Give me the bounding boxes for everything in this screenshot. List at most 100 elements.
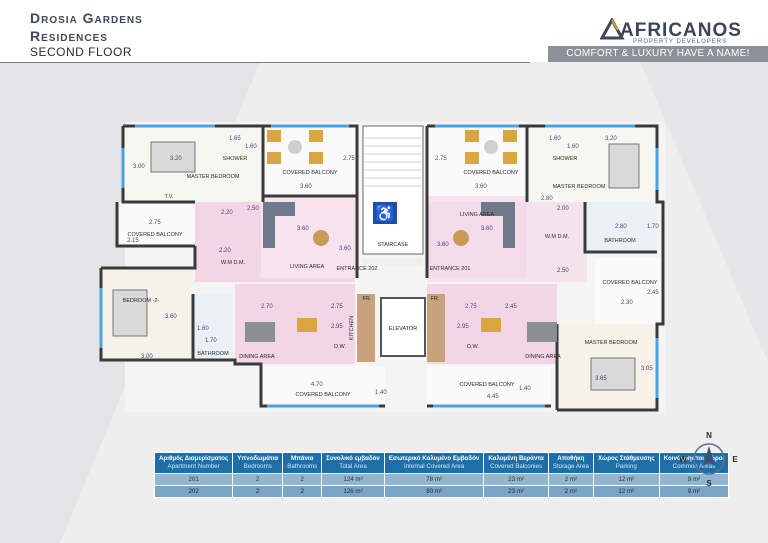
dimension-label: 3.65: [595, 376, 607, 382]
kitchen-counter-201: [427, 294, 445, 362]
room-label-master-bedroom-201-bottom: MASTER BEDROOM: [585, 340, 638, 346]
dimension-label: 2.70: [261, 304, 273, 310]
dimension-label: 1.60: [197, 326, 209, 332]
room-label-living-area-201: LIVING AREA: [460, 212, 495, 218]
table-cell: 2 m²: [547, 473, 594, 486]
chair-icon: [465, 130, 479, 142]
header-divider: [0, 62, 530, 63]
room-label-bathroom-201: BATHROOM: [604, 238, 636, 244]
dimension-label: 2.20: [221, 210, 233, 216]
coffee-table-icon: [313, 230, 329, 246]
bed-icon: [112, 289, 148, 337]
furniture: [112, 130, 640, 391]
dimension-label: 2.75: [343, 156, 355, 162]
dimension-label: 2.80: [541, 196, 553, 202]
bed-icon: [590, 357, 636, 391]
dining-table-icon: [245, 322, 275, 342]
dimension-label: 3.20: [170, 156, 182, 162]
dimension-label: 1.60: [245, 144, 257, 150]
wheelchair-glyph: ♿: [375, 204, 395, 223]
table-cell: 78 m²: [383, 473, 485, 486]
dimension-label: 3.60: [475, 184, 487, 190]
room-label-shower-202: SHOWER: [223, 156, 248, 162]
covered-balcony-201-right-floor: [595, 258, 663, 324]
floor-plan: ♿: [99, 122, 665, 412]
dimension-label: 1.70: [205, 338, 217, 344]
dimension-label: 3.20: [605, 136, 617, 142]
table-cell: 23 m²: [483, 473, 549, 486]
room-label-covered-balcony-202-top: COVERED BALCONY: [282, 170, 337, 176]
dimension-label: 2.75: [149, 220, 161, 226]
dimension-label: 3.60: [481, 226, 493, 232]
chair-icon: [267, 130, 281, 142]
room-label-bedroom-2: BEDROOM -2-: [123, 298, 160, 304]
room-label-fr-202: FR.: [363, 296, 372, 302]
room-label-dw-201: D.W.: [467, 344, 479, 350]
chair-icon: [481, 318, 501, 332]
brand-tagline: COMFORT & LUXURY HAVE A NAME!: [548, 46, 768, 62]
coffee-table-icon: [453, 230, 469, 246]
table-cell: 126 m²: [321, 485, 385, 498]
table-cell: 80 m²: [383, 485, 485, 498]
table-row: 202 2 2 126 m² 80 m² 23 m² 2 m² 12 m² 9 …: [153, 485, 730, 498]
room-label-shower-201: SHOWER: [553, 156, 578, 162]
table-cell: 2 m²: [547, 485, 594, 498]
table-icon: [484, 140, 498, 154]
table-cell: 12 m²: [592, 473, 660, 486]
room-label-kitchen: KITCHEN: [349, 316, 355, 340]
bathroom-202-floor: [193, 294, 233, 360]
dimension-label: 2.45: [505, 304, 517, 310]
room-label-entrance-201: ENTRANCE 201: [430, 266, 471, 272]
chair-icon: [267, 152, 281, 164]
room-label-master-bedroom-201-top: MASTER BEDROOM: [553, 184, 606, 190]
elevator: [380, 297, 426, 357]
table-cell: 2: [282, 473, 323, 486]
dimension-label: 3.60: [297, 226, 309, 232]
dimension-label: 3.60: [437, 242, 449, 248]
dimension-label: 2.00: [557, 206, 569, 212]
dimension-label: 3.05: [641, 366, 653, 372]
sofa-icon: [263, 202, 295, 248]
chair-icon: [297, 318, 317, 332]
compass-west: W: [679, 455, 687, 464]
windows: [99, 124, 659, 408]
dimension-label: 1.70: [647, 224, 659, 230]
chair-icon: [309, 152, 323, 164]
project-title-line1: Drosia Gardens: [30, 10, 143, 26]
table-cell: 201: [153, 473, 234, 486]
room-label-living-area-202: LIVING AREA: [290, 264, 325, 270]
dimension-label: 4.70: [311, 382, 323, 388]
table-cell: 9 m²: [658, 485, 730, 498]
room-label-wm-dm-201: W.M D.M.: [545, 234, 570, 240]
compass-north: N: [706, 431, 712, 440]
dimension-label: 2.95: [457, 324, 469, 330]
dimension-label: 2.20: [219, 248, 231, 254]
compass-east: E: [732, 455, 738, 464]
table-icon: [288, 140, 302, 154]
dimension-label: 1.40: [375, 390, 387, 396]
dimension-label: 3.00: [141, 354, 153, 360]
dimension-label: 2.95: [331, 324, 343, 330]
kitchen-counter-202: [357, 294, 375, 362]
dimension-label: 2.50: [557, 268, 569, 274]
room-label-covered-balcony-202-left: COVERED BALCONY: [127, 232, 182, 238]
dimension-label: 1.40: [519, 386, 531, 392]
table-row: 201 2 2 124 m² 78 m² 23 m² 2 m² 12 m² 9 …: [153, 473, 730, 486]
table-cell: 12 m²: [592, 485, 660, 498]
dimension-label: 1.60: [567, 144, 579, 150]
brand-subtitle: PROPERTY DEVELOPERS: [633, 39, 728, 45]
room-label-bathroom-202: BATHROOM: [197, 351, 229, 357]
room-label-dining-area-202: DINING AREA: [239, 354, 275, 360]
dimension-label: 2.50: [247, 206, 259, 212]
dimension-label: 1.60: [549, 136, 561, 142]
room-label-dw-202: D.W.: [334, 344, 346, 350]
room-label-tv-202: T.V.: [165, 194, 174, 200]
compass-south: S: [706, 479, 712, 488]
africanos-logo-icon: [600, 18, 625, 40]
bed-icon: [150, 141, 196, 173]
